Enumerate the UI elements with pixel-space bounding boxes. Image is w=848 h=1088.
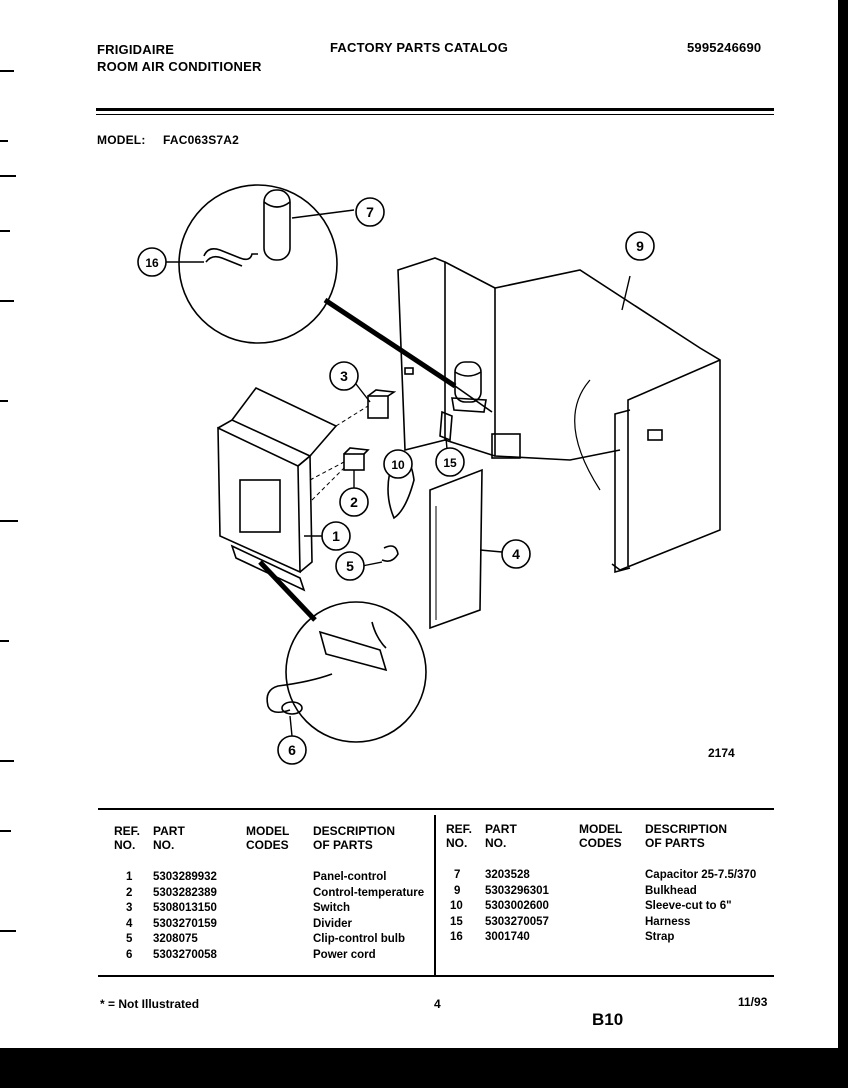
callout-4: 4 [501,539,531,569]
svg-text:16: 16 [145,256,159,270]
scan-bottom-edge [0,1048,848,1088]
svg-text:10: 10 [391,458,405,472]
callout-6: 6 [277,735,307,765]
scan-right-edge [838,0,848,1088]
model-number: FAC063S7A2 [163,133,240,147]
callout-16: 16 [137,247,167,277]
callout-5: 5 [335,551,365,581]
svg-text:7: 7 [366,204,374,220]
revision-date: 11/93 [738,995,768,1009]
strap [439,410,453,442]
divider [429,468,483,630]
capacitor-detail [263,189,291,261]
callout-10: 10 [383,449,413,479]
scan-left-edge [0,0,22,1088]
svg-text:4: 4 [512,546,520,562]
detail-circle-top [178,184,338,344]
exploded-parts-diagram: 7 16 9 3 10 15 2 1 5 4 6 [137,184,721,765]
catalog-number: 5995246690 [687,40,762,55]
switch [367,389,397,419]
col-ref-right: REF.NO. [446,822,473,850]
svg-text:2: 2 [350,494,358,510]
brand-name: FRIGIDAIRE [97,42,175,57]
svg-text:15: 15 [443,456,457,470]
svg-text:1: 1 [332,528,340,544]
model-label: MODEL: [97,133,146,147]
svg-text:3: 3 [340,368,348,384]
strap-detail [203,248,258,261]
callout-7: 7 [355,197,385,227]
svg-text:5: 5 [346,558,354,574]
svg-text:6: 6 [288,742,296,758]
detail-circle-bottom [285,601,427,743]
power-cord-detail [266,621,388,715]
table-top-rule [98,808,774,810]
page-number: 4 [434,997,441,1011]
svg-text:9: 9 [636,238,644,254]
catalog-title: FACTORY PARTS CATALOG [330,40,509,55]
table-bottom-rule [98,975,774,977]
callout-15: 15 [435,447,465,477]
capacitor [451,361,487,413]
callout-2: 2 [339,487,369,517]
footnote: * = Not Illustrated [100,997,200,1011]
col-ref-left: REF.NO. [114,824,141,852]
temperature-control [343,447,370,471]
callout-3: 3 [329,361,359,391]
header-rule-thin [96,114,774,115]
section-code: B10 [592,1010,624,1029]
control-panel [217,386,338,592]
product-name: ROOM AIR CONDITIONER [97,59,262,74]
header-rule [96,108,774,111]
bulb-clip [381,545,399,562]
callout-1: 1 [321,521,351,551]
table-divider [434,815,436,975]
bulkhead [397,257,721,574]
drawing-number: 2174 [708,746,735,760]
callout-9: 9 [625,231,655,261]
